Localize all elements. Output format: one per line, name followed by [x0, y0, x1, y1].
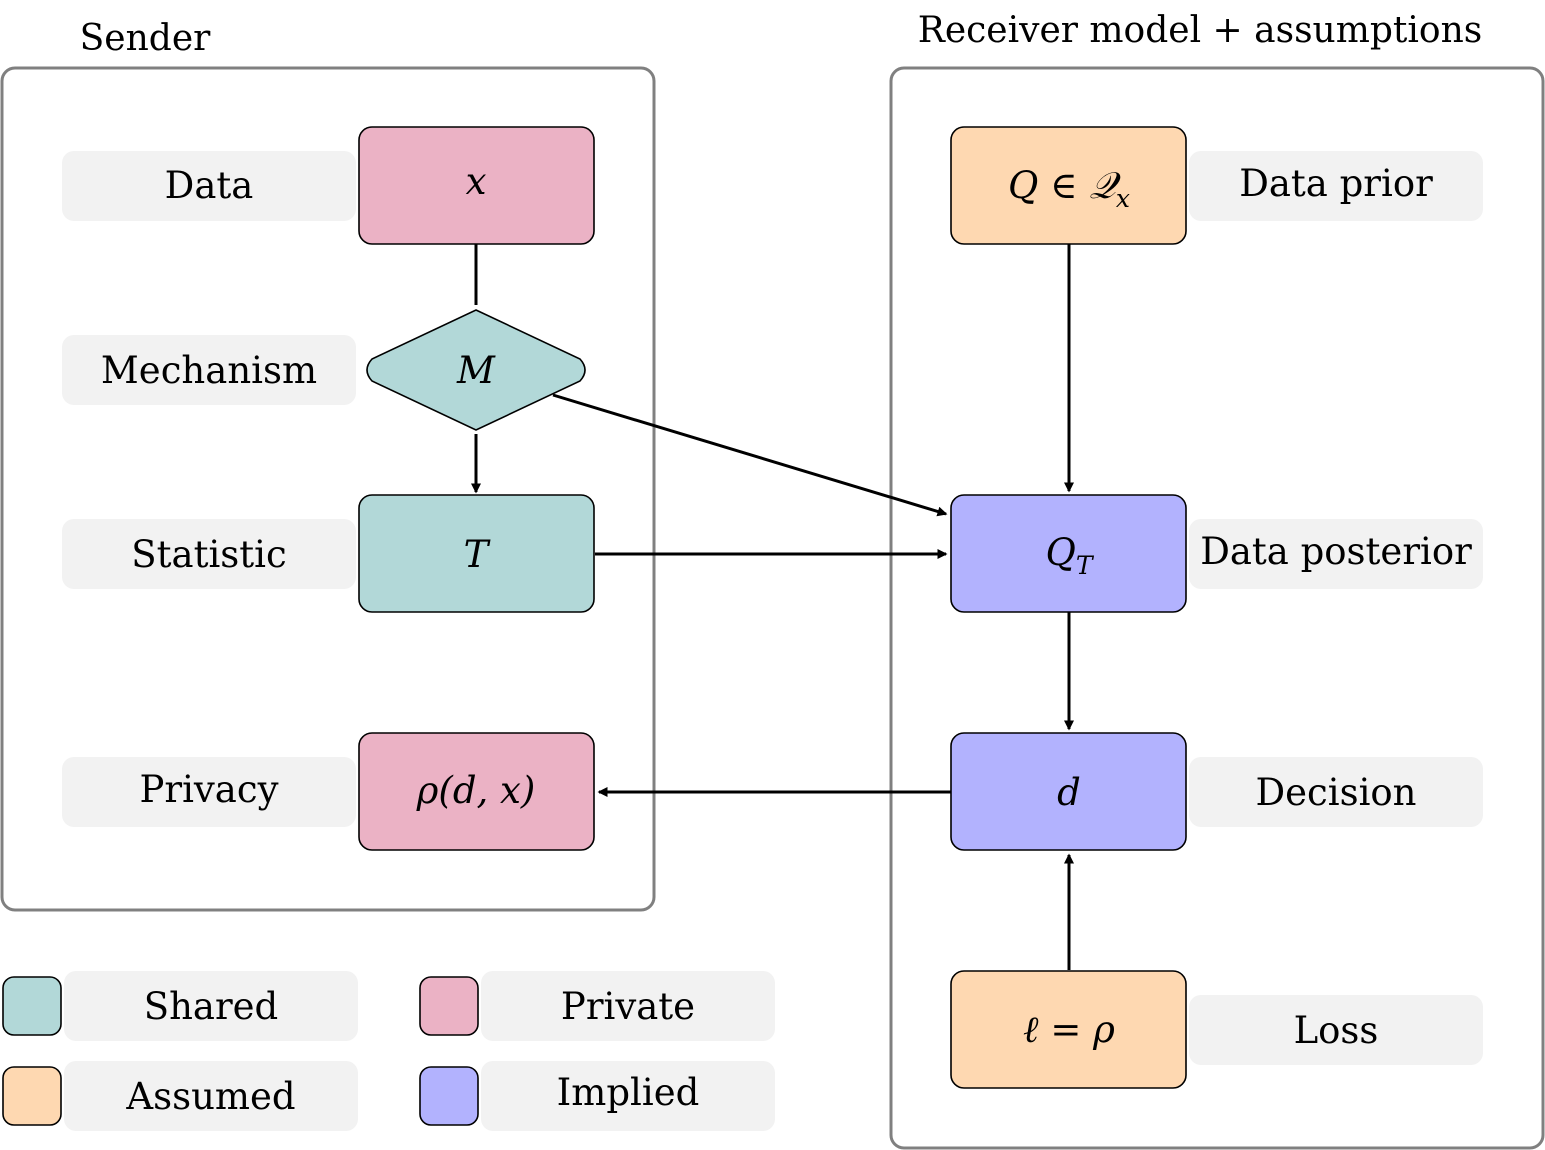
- mechanism-label: Mechanism: [101, 349, 317, 392]
- legend-shared-label: Shared: [144, 985, 279, 1028]
- prior-node-subscript: x: [1116, 184, 1130, 213]
- mechanism-node: [366, 309, 586, 431]
- loss-label-bg: [1189, 995, 1483, 1065]
- posterior-label-bg: [1189, 519, 1483, 589]
- receiver-group-box: [889, 66, 1545, 1150]
- statistic-label-bg: [62, 519, 356, 589]
- legend-assumed-label: Assumed: [125, 1075, 295, 1118]
- legend-private-swatch: [419, 976, 479, 1036]
- legend-assumed-label-bg: [64, 1061, 358, 1131]
- privacy-label: Privacy: [139, 768, 278, 811]
- prior-label: Data prior: [1239, 162, 1433, 205]
- legend-private-label-bg: [481, 971, 775, 1041]
- privacy-label-bg: [62, 757, 356, 827]
- privacy-node: [358, 732, 595, 851]
- posterior-node: [950, 494, 1187, 613]
- decision-label: Decision: [1255, 771, 1416, 814]
- prior-node-text: Q ∈ 𝒬x: [1008, 164, 1130, 213]
- legend-implied-swatch: [419, 1066, 479, 1126]
- prior-node: [950, 126, 1187, 245]
- statistic-label: Statistic: [131, 533, 286, 576]
- loss-node: [950, 970, 1187, 1089]
- statistic-node-text: T: [464, 533, 491, 576]
- receiver-group-title: Receiver model + assumptions: [918, 10, 1483, 51]
- prior-node-main: Q ∈ 𝒬: [1008, 164, 1121, 207]
- legend-implied-label: Implied: [557, 1071, 700, 1114]
- statistic-node: [358, 494, 595, 613]
- mechanism-node-text: M: [456, 349, 496, 392]
- posterior-label: Data posterior: [1200, 530, 1472, 573]
- decision-node: [950, 732, 1187, 851]
- decision-node-text: d: [1057, 771, 1081, 814]
- legend-shared-label-bg: [64, 971, 358, 1041]
- data-label-bg: [62, 151, 356, 221]
- sender-group-box: [0, 66, 656, 912]
- legend-private-label: Private: [561, 985, 695, 1028]
- loss-node-text: ℓ = ρ: [1023, 1008, 1115, 1051]
- data-label: Data: [165, 164, 254, 207]
- decision-label-bg: [1189, 757, 1483, 827]
- posterior-node-subscript: T: [1076, 551, 1095, 580]
- posterior-node-text: QT: [1045, 531, 1094, 580]
- loss-label: Loss: [1294, 1009, 1379, 1052]
- prior-label-bg: [1189, 151, 1483, 221]
- data-node-text: x: [466, 160, 487, 203]
- mechanism-label-bg: [62, 335, 356, 405]
- data-node: [358, 126, 595, 245]
- legend-assumed-swatch: [2, 1066, 62, 1126]
- edge-mechanism-to-posterior: [552, 393, 948, 517]
- privacy-node-text: ρ(d, x): [416, 769, 536, 812]
- legend-implied-label-bg: [481, 1061, 775, 1131]
- sender-group-title: Sender: [80, 18, 212, 59]
- posterior-node-main: Q: [1045, 531, 1075, 574]
- legend-shared-swatch: [2, 976, 62, 1036]
